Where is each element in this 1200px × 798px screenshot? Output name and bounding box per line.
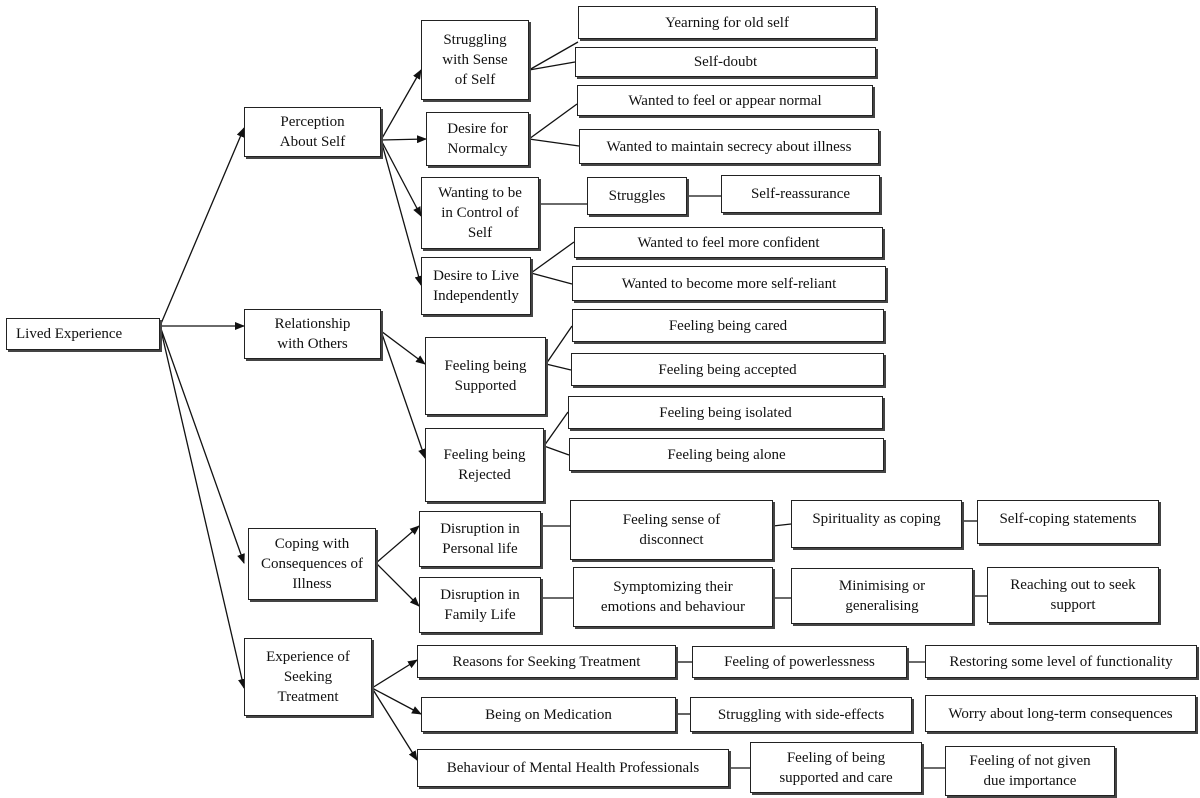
arrow-perception-normalcy (380, 135, 427, 144)
theme-relationship-with-others: Relationship with Others (244, 309, 381, 359)
code-struggling-side-effects: Struggling with side-effects (690, 697, 912, 732)
code-worry-long-term: Worry about long-term consequences (925, 695, 1196, 732)
subtheme-mental-health-professionals: Behaviour of Mental Health Professionals (417, 749, 729, 787)
subtheme-being-on-medication: Being on Medication (421, 697, 676, 732)
arrow-seeking-medication (371, 687, 422, 715)
subtheme-disruption-personal: Disruption in Personal life (419, 511, 541, 567)
code-self-coping-statements: Self-coping statements (977, 500, 1159, 544)
code-minimising-generalising: Minimising or generalising (791, 568, 973, 624)
subtheme-reasons-treatment: Reasons for Seeking Treatment (417, 645, 676, 678)
arrow-seeking-reasons (371, 659, 418, 689)
subtheme-feeling-supported: Feeling being Supported (425, 337, 546, 415)
code-spirituality-coping: Spirituality as coping (791, 500, 962, 548)
code-restoring-functionality: Restoring some level of functionality (925, 645, 1197, 678)
subtheme-disruption-family: Disruption in Family Life (419, 577, 541, 633)
arrow-perception-control (380, 139, 422, 217)
arrow-perception-struggling (380, 69, 422, 141)
theme-seeking-treatment: Experience of Seeking Treatment (244, 638, 372, 716)
theme-coping-consequences: Coping with Consequences of Illness (248, 528, 376, 600)
arrow-root-coping (159, 325, 245, 564)
subtheme-feeling-rejected: Feeling being Rejected (425, 428, 544, 502)
root-node: Lived Experience (6, 318, 160, 350)
code-feel-more-confident: Wanted to feel more confident (574, 227, 883, 258)
code-feel-appear-normal: Wanted to feel or appear normal (577, 85, 873, 116)
arrow-seeking-professionals (371, 687, 418, 761)
code-more-self-reliant: Wanted to become more self-reliant (572, 266, 886, 301)
arrow-relationship-rejected (380, 330, 426, 459)
arrow-coping-personal (375, 525, 420, 564)
arrow-coping-family (375, 562, 420, 607)
arrow-root-seeking (159, 325, 246, 689)
code-feeling-isolated: Feeling being isolated (568, 396, 883, 429)
subtheme-live-independently: Desire to Live Independently (421, 257, 531, 315)
subtheme-control-self: Wanting to be in Control of Self (421, 177, 539, 249)
subtheme-desire-normalcy: Desire for Normalcy (426, 112, 529, 166)
arrow-relationship-supported (380, 330, 426, 365)
arrow-perception-independence (380, 139, 423, 286)
code-supported-and-care: Feeling of being supported and care (750, 742, 922, 793)
code-struggles: Struggles (587, 177, 687, 215)
code-self-reassurance: Self-reassurance (721, 175, 880, 213)
code-reaching-out-support: Reaching out to seek support (987, 567, 1159, 623)
code-not-given-importance: Feeling of not given due importance (945, 746, 1115, 796)
arrow-root-perception (159, 127, 245, 327)
code-symptomizing: Symptomizing their emotions and behaviou… (573, 567, 773, 627)
code-self-doubt: Self-doubt (575, 47, 876, 77)
code-sense-of-disconnect: Feeling sense of disconnect (570, 500, 773, 560)
code-feeling-cared: Feeling being cared (572, 309, 884, 342)
code-feeling-accepted: Feeling being accepted (571, 353, 884, 386)
code-yearning-old-self: Yearning for old self (578, 6, 876, 39)
subtheme-struggling-self: Struggling with Sense of Self (421, 20, 529, 100)
code-feeling-powerlessness: Feeling of powerlessness (692, 646, 907, 678)
theme-perception-about-self: Perception About Self (244, 107, 381, 157)
code-feeling-alone: Feeling being alone (569, 438, 884, 471)
code-maintain-secrecy: Wanted to maintain secrecy about illness (579, 129, 879, 164)
